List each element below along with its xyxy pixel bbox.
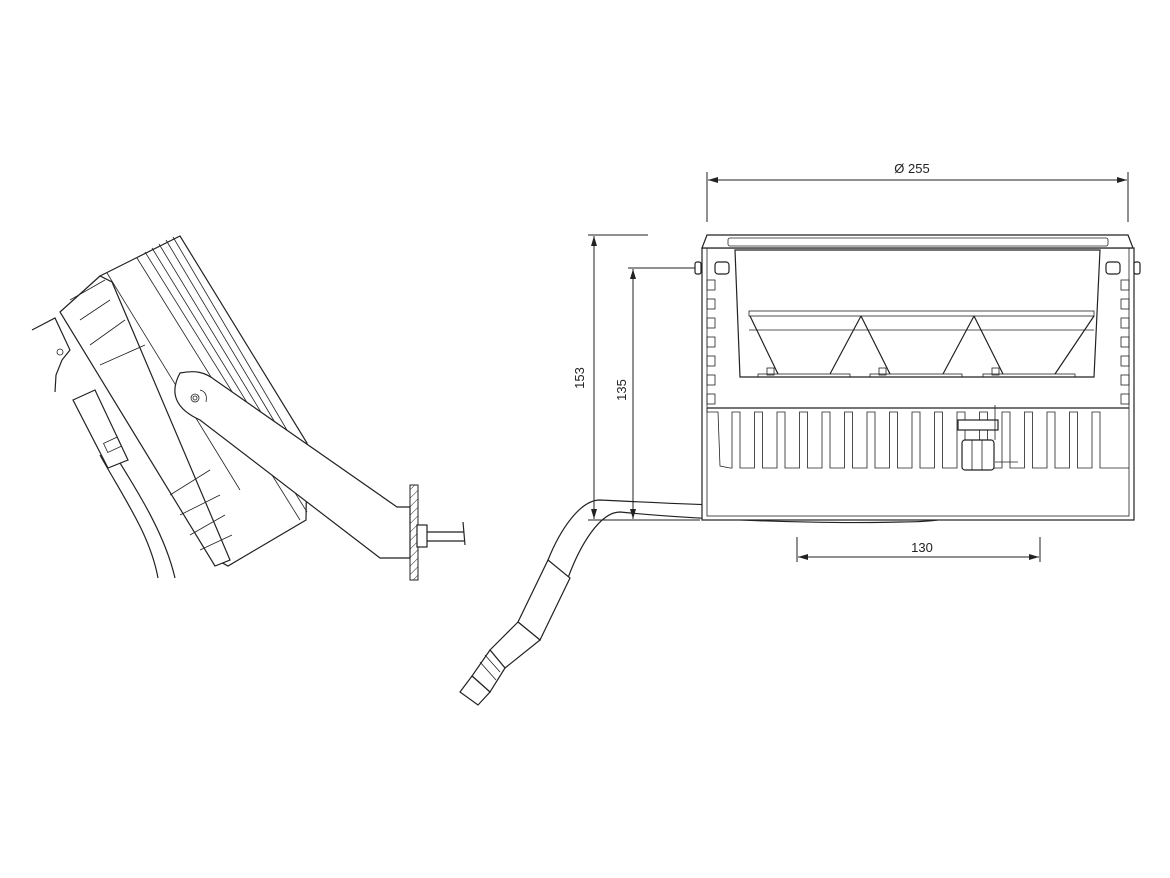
cable-gland bbox=[72, 389, 129, 469]
reflectors bbox=[748, 310, 1095, 378]
side-cable-edge bbox=[99, 454, 159, 579]
fin-profile bbox=[706, 408, 1129, 469]
dimension-label-mount-width: 130 bbox=[911, 540, 933, 555]
latch bbox=[31, 317, 71, 393]
heatsink-fins bbox=[706, 408, 1129, 469]
dimension-body-height: 135 bbox=[614, 267, 695, 519]
dimension-label-diameter: Ø 255 bbox=[894, 161, 929, 176]
dimension-label-body-height: 135 bbox=[614, 379, 629, 401]
front-view-luminaire bbox=[459, 234, 1141, 706]
cable-gland-front bbox=[961, 439, 995, 471]
led-screw-icon bbox=[991, 367, 1000, 376]
side-view-luminaire bbox=[31, 235, 466, 581]
pivot-screw-icon bbox=[190, 393, 200, 403]
led-screw-icon bbox=[766, 367, 775, 376]
hinge-screw-right-icon bbox=[1105, 261, 1121, 275]
hinge-screw-left-icon bbox=[714, 261, 730, 275]
front-bezel bbox=[59, 275, 231, 567]
dimension-label-overall-height: 153 bbox=[572, 367, 587, 389]
side-teeth bbox=[706, 279, 1130, 405]
latch-pin-icon bbox=[56, 348, 64, 356]
lamp-housing bbox=[734, 249, 1101, 378]
dimension-overall-height: 153 bbox=[572, 234, 700, 521]
dimension-diameter: Ø 255 bbox=[706, 161, 1129, 222]
bezel-ribs bbox=[69, 279, 233, 551]
gland-nut bbox=[957, 419, 999, 431]
dimension-mount-width: 130 bbox=[796, 537, 1041, 562]
led-screw-icon bbox=[878, 367, 887, 376]
cable-connector bbox=[459, 559, 571, 706]
adjustment-slot bbox=[199, 389, 207, 403]
wall-bolt-nut bbox=[416, 524, 428, 548]
cooling-fins bbox=[106, 236, 308, 521]
side-cable-edge bbox=[111, 449, 176, 579]
